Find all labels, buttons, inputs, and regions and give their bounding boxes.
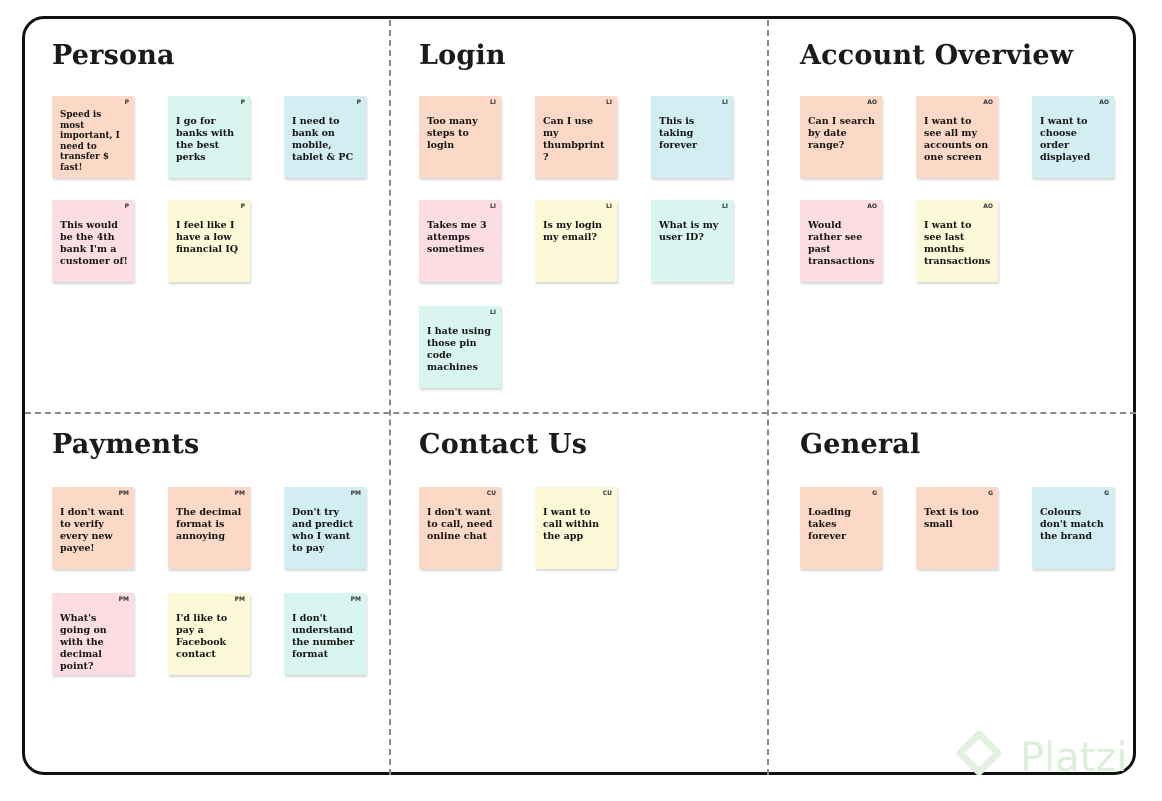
note-code: AO — [867, 99, 877, 106]
note-text: Loading takes forever — [808, 507, 851, 542]
note-text: Colours don't match the brand — [1040, 507, 1104, 542]
note-code: LI — [489, 203, 496, 210]
note-text: Would rather see past transactions — [808, 220, 875, 267]
sticky-note[interactable]: CU I don't want to call, need online cha… — [419, 487, 501, 569]
sticky-note[interactable]: P This would be the 4th bank I'm a custo… — [52, 200, 134, 282]
note-text: I hate using those pin code machines — [427, 326, 491, 373]
note-text: Too many steps to login — [427, 116, 478, 151]
sticky-note[interactable]: AO Would rather see past transactions — [800, 200, 882, 282]
note-text: I'd like to pay a Facebook contact — [176, 613, 228, 660]
note-code: CU — [602, 490, 612, 497]
section-title-contact-us: Contact Us — [419, 429, 588, 460]
sticky-note[interactable]: G Text is too small — [916, 487, 998, 569]
row-divider — [25, 412, 1136, 414]
section-title-general: General — [800, 429, 921, 460]
sticky-note[interactable]: AO I want to see all my accounts on one … — [916, 96, 998, 178]
platzi-watermark: Platzi — [1020, 735, 1128, 781]
sticky-note[interactable]: LI This is taking forever — [651, 96, 733, 178]
note-code: P — [240, 99, 245, 106]
sticky-note[interactable]: LI What is my user ID? — [651, 200, 733, 282]
sticky-note[interactable]: G Colours don't match the brand — [1032, 487, 1114, 569]
note-text: This would be the 4th bank I'm a custome… — [60, 220, 128, 267]
sticky-note[interactable]: P I need to bank on mobile, tablet & PC — [284, 96, 366, 178]
note-text: I don't want to verify every new payee! — [60, 507, 124, 554]
note-code: PM — [350, 490, 361, 497]
section-title-login: Login — [419, 40, 506, 71]
note-code: P — [124, 99, 129, 106]
note-code: PM — [234, 596, 245, 603]
affinity-board — [22, 16, 1136, 775]
note-code: G — [1104, 490, 1109, 497]
note-code: PM — [118, 596, 129, 603]
note-text: The decimal format is annoying — [176, 507, 242, 542]
sticky-note[interactable]: PM Don't try and predict who I want to p… — [284, 487, 366, 569]
column-divider-2 — [767, 20, 769, 775]
sticky-note[interactable]: PM What's going on with the decimal poin… — [52, 593, 134, 675]
note-text: Text is too small — [924, 507, 979, 530]
note-code: AO — [1099, 99, 1109, 106]
note-code: G — [872, 490, 877, 497]
sticky-note[interactable]: G Loading takes forever — [800, 487, 882, 569]
note-text: Takes me 3 attemps sometimes — [427, 220, 487, 255]
sticky-note[interactable]: LI Too many steps to login — [419, 96, 501, 178]
note-text: I don't understand the number format — [292, 613, 355, 660]
note-text: I go for banks with the best perks — [176, 116, 235, 163]
note-code: LI — [605, 203, 612, 210]
sticky-note[interactable]: LI I hate using those pin code machines — [419, 306, 501, 388]
note-code: P — [356, 99, 361, 106]
sticky-note[interactable]: P I go for banks with the best perks — [168, 96, 250, 178]
note-text: I want to see all my accounts on one scr… — [924, 116, 989, 163]
sticky-note[interactable]: P Speed is most important, I need to tra… — [52, 96, 134, 178]
note-code: G — [988, 490, 993, 497]
section-title-persona: Persona — [52, 40, 175, 71]
note-code: AO — [983, 99, 993, 106]
note-text: Don't try and predict who I want to pay — [292, 507, 354, 554]
section-title-account-overview: Account Overview — [800, 40, 1074, 71]
note-text: I want to see last months transactions — [924, 220, 991, 267]
note-code: LI — [721, 99, 728, 106]
note-code: PM — [234, 490, 245, 497]
section-title-payments: Payments — [52, 429, 200, 460]
note-text: What's going on with the decimal point? — [60, 613, 107, 672]
sticky-note[interactable]: AO Can I search by date range? — [800, 96, 882, 178]
note-text: Can I search by date range? — [808, 116, 875, 151]
sticky-note[interactable]: PM I'd like to pay a Facebook contact — [168, 593, 250, 675]
note-code: P — [240, 203, 245, 210]
sticky-note[interactable]: LI Can I use my thumbprint ? — [535, 96, 617, 178]
note-code: LI — [489, 309, 496, 316]
note-text: I feel like I have a low financial IQ — [176, 220, 239, 255]
note-code: P — [124, 203, 129, 210]
note-code: AO — [983, 203, 993, 210]
note-code: PM — [350, 596, 361, 603]
column-divider-1 — [389, 20, 391, 775]
note-code: AO — [867, 203, 877, 210]
sticky-note[interactable]: CU I want to call within the app — [535, 487, 617, 569]
note-text: I don't want to call, need online chat — [427, 507, 493, 542]
note-text: Speed is most important, I need to trans… — [60, 110, 120, 173]
sticky-note[interactable]: P I feel like I have a low financial IQ — [168, 200, 250, 282]
note-text: Can I use my thumbprint ? — [543, 116, 605, 163]
note-text: I want to call within the app — [543, 507, 600, 542]
sticky-note[interactable]: LI Takes me 3 attemps sometimes — [419, 200, 501, 282]
note-code: PM — [118, 490, 129, 497]
sticky-note[interactable]: AO I want to see last months transaction… — [916, 200, 998, 282]
note-text: I need to bank on mobile, tablet & PC — [292, 116, 354, 163]
sticky-note[interactable]: AO I want to choose order displayed — [1032, 96, 1114, 178]
note-code: CU — [486, 490, 496, 497]
note-text: What is my user ID? — [659, 220, 719, 243]
note-text: Is my login my email? — [543, 220, 603, 243]
sticky-note[interactable]: PM I don't want to verify every new paye… — [52, 487, 134, 569]
note-text: I want to choose order displayed — [1040, 116, 1091, 163]
sticky-note[interactable]: PM The decimal format is annoying — [168, 487, 250, 569]
note-code: LI — [721, 203, 728, 210]
note-text: This is taking forever — [659, 116, 698, 151]
sticky-note[interactable]: PM I don't understand the number format — [284, 593, 366, 675]
note-code: LI — [489, 99, 496, 106]
note-code: LI — [605, 99, 612, 106]
sticky-note[interactable]: LI Is my login my email? — [535, 200, 617, 282]
